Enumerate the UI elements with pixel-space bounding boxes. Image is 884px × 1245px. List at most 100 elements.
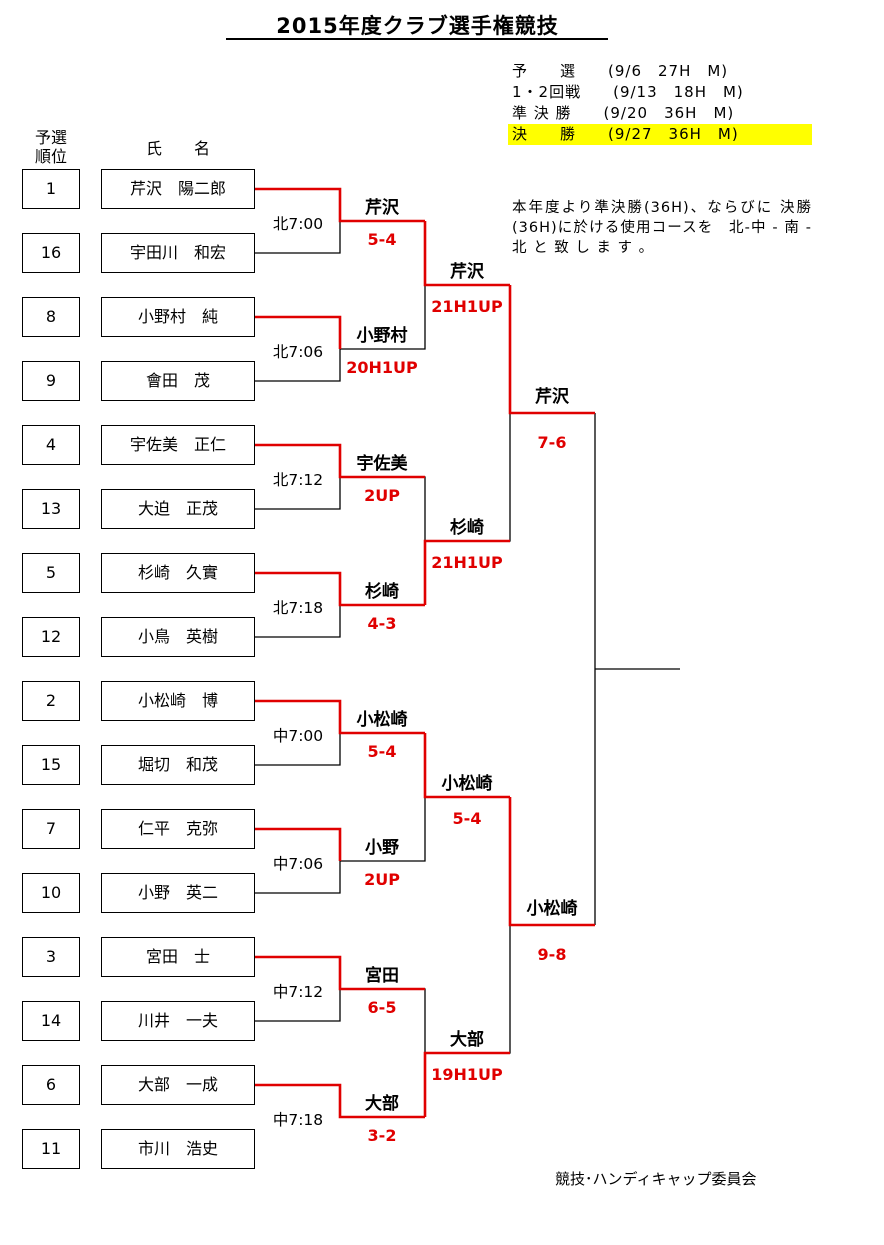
seed-box: 1: [22, 169, 80, 209]
seed-box: 14: [22, 1001, 80, 1041]
r1-score: 5-4: [367, 742, 397, 761]
player-name-box: 堀切 和茂: [101, 745, 255, 785]
tee-time: 北7:12: [272, 471, 324, 489]
committee-footer: 競技･ハンディキャップ委員会: [555, 1170, 757, 1188]
player-name-box: 會田 茂: [101, 361, 255, 401]
r2-winner-name: 大部: [450, 1030, 484, 1050]
semi-score: 9-8: [537, 945, 567, 964]
player-name-box: 芹沢 陽二郎: [101, 169, 255, 209]
player-name-box: 仁平 克弥: [101, 809, 255, 849]
seed-box: 7: [22, 809, 80, 849]
seed-header-line1: 予選: [34, 128, 67, 147]
r2-winner-name: 芹沢: [450, 262, 484, 282]
r1-score: 6-5: [367, 998, 397, 1017]
r1-score: 3-2: [367, 1126, 397, 1145]
r2-score: 21H1UP: [431, 297, 503, 316]
r2-score: 21H1UP: [431, 553, 503, 572]
seed-box: 2: [22, 681, 80, 721]
r1-winner-name: 芹沢: [365, 198, 399, 218]
r1-winner-name: 杉崎: [365, 582, 399, 602]
tee-time: 北7:18: [272, 599, 324, 617]
r1-loser-line: [255, 477, 341, 510]
seed-box: 12: [22, 617, 80, 657]
seed-header-line2: 順位: [34, 147, 67, 166]
name-header: 氏 名: [145, 139, 210, 158]
r2-winner-name: 小松崎: [441, 774, 493, 794]
r1-winner-name: 小野: [365, 838, 399, 858]
player-name-box: 小松崎 博: [101, 681, 255, 721]
seed-header: 予選 順位: [22, 128, 80, 166]
r1-loser-line: [255, 221, 341, 254]
tee-time: 中7:18: [272, 1111, 324, 1129]
player-name-box: 小鳥 英樹: [101, 617, 255, 657]
r2-winner-line: [423, 1051, 510, 1117]
r1-winner-line: [255, 699, 425, 735]
r1-winner-name: 小松崎: [356, 710, 408, 730]
page-title: 2015年度クラブ選手権競技: [276, 14, 559, 38]
r1-winner-line: [255, 443, 425, 479]
player-name-box: 小野 英二: [101, 873, 255, 913]
r1-winner-line: [255, 827, 342, 861]
seed-box: 5: [22, 553, 80, 593]
player-name-box: 小野村 純: [101, 297, 255, 337]
r1-score: 5-4: [367, 230, 397, 249]
r1-loser-line: [255, 605, 341, 638]
player-name-box: 宇田川 和宏: [101, 233, 255, 273]
seed-box: 6: [22, 1065, 80, 1105]
r1-winner-line: [255, 1083, 425, 1119]
r1-score: 2UP: [364, 870, 400, 889]
r1-winner-name: 宇佐美: [356, 454, 408, 474]
r1-loser-line: [255, 861, 341, 894]
seed-box: 10: [22, 873, 80, 913]
seed-box: 16: [22, 233, 80, 273]
r1-loser-line: [255, 733, 341, 766]
r1-loser-line: [255, 349, 341, 382]
seed-box: 11: [22, 1129, 80, 1169]
r1-winner-line: [255, 315, 342, 349]
player-name-box: 宇佐美 正仁: [101, 425, 255, 465]
r1-score: 20H1UP: [346, 358, 418, 377]
r1-score: 2UP: [364, 486, 400, 505]
tee-time: 北7:06: [272, 343, 324, 361]
player-name-box: 大迫 正茂: [101, 489, 255, 529]
player-name-box: 市川 浩史: [101, 1129, 255, 1169]
r1-score: 4-3: [367, 614, 397, 633]
r2-winner-line: [423, 733, 510, 799]
seed-box: 9: [22, 361, 80, 401]
seed-box: 8: [22, 297, 80, 337]
player-name-box: 川井 一夫: [101, 1001, 255, 1041]
tee-time: 中7:12: [272, 983, 324, 1001]
r3-winner-line: [508, 797, 595, 927]
r2-winner-name: 杉崎: [450, 518, 484, 538]
schedule-semifinal: 準 決 勝 (9/20 36H M): [512, 104, 735, 122]
winner-lines: [255, 187, 595, 1119]
r1-winner-name: 小野村: [356, 326, 408, 346]
r1-winner-line: [255, 187, 425, 223]
r2-score: 5-4: [452, 809, 482, 828]
seed-box: 15: [22, 745, 80, 785]
r1-winner-name: 大部: [365, 1094, 399, 1114]
schedule-qualifier: 予 選 (9/6 27H M): [512, 62, 729, 80]
r3-winner-line: [508, 285, 595, 415]
tee-time: 中7:06: [272, 855, 324, 873]
r2-loser-line: [340, 285, 426, 350]
seed-box: 3: [22, 937, 80, 977]
r2-score: 19H1UP: [431, 1065, 503, 1084]
tee-time: 北7:00: [272, 215, 324, 233]
player-name-box: 宮田 士: [101, 937, 255, 977]
semi-winner-name: 小松崎: [526, 899, 578, 919]
r2-winner-line: [423, 221, 510, 287]
schedule-final: 決 勝 (9/27 36H M): [512, 125, 739, 143]
r2-loser-line: [340, 797, 426, 862]
title-underline: [226, 38, 608, 40]
seed-box: 4: [22, 425, 80, 465]
r1-loser-line: [255, 989, 341, 1022]
course-note: 本年度より準決勝(36H)、ならびに 決勝(36H)に於ける使用コースを 北-中…: [512, 200, 812, 256]
seed-box: 13: [22, 489, 80, 529]
r2-winner-line: [423, 539, 510, 605]
semi-score: 7-6: [537, 433, 567, 452]
final-highlight: [508, 124, 812, 145]
player-name-box: 大部 一成: [101, 1065, 255, 1105]
tee-time: 中7:00: [272, 727, 324, 745]
